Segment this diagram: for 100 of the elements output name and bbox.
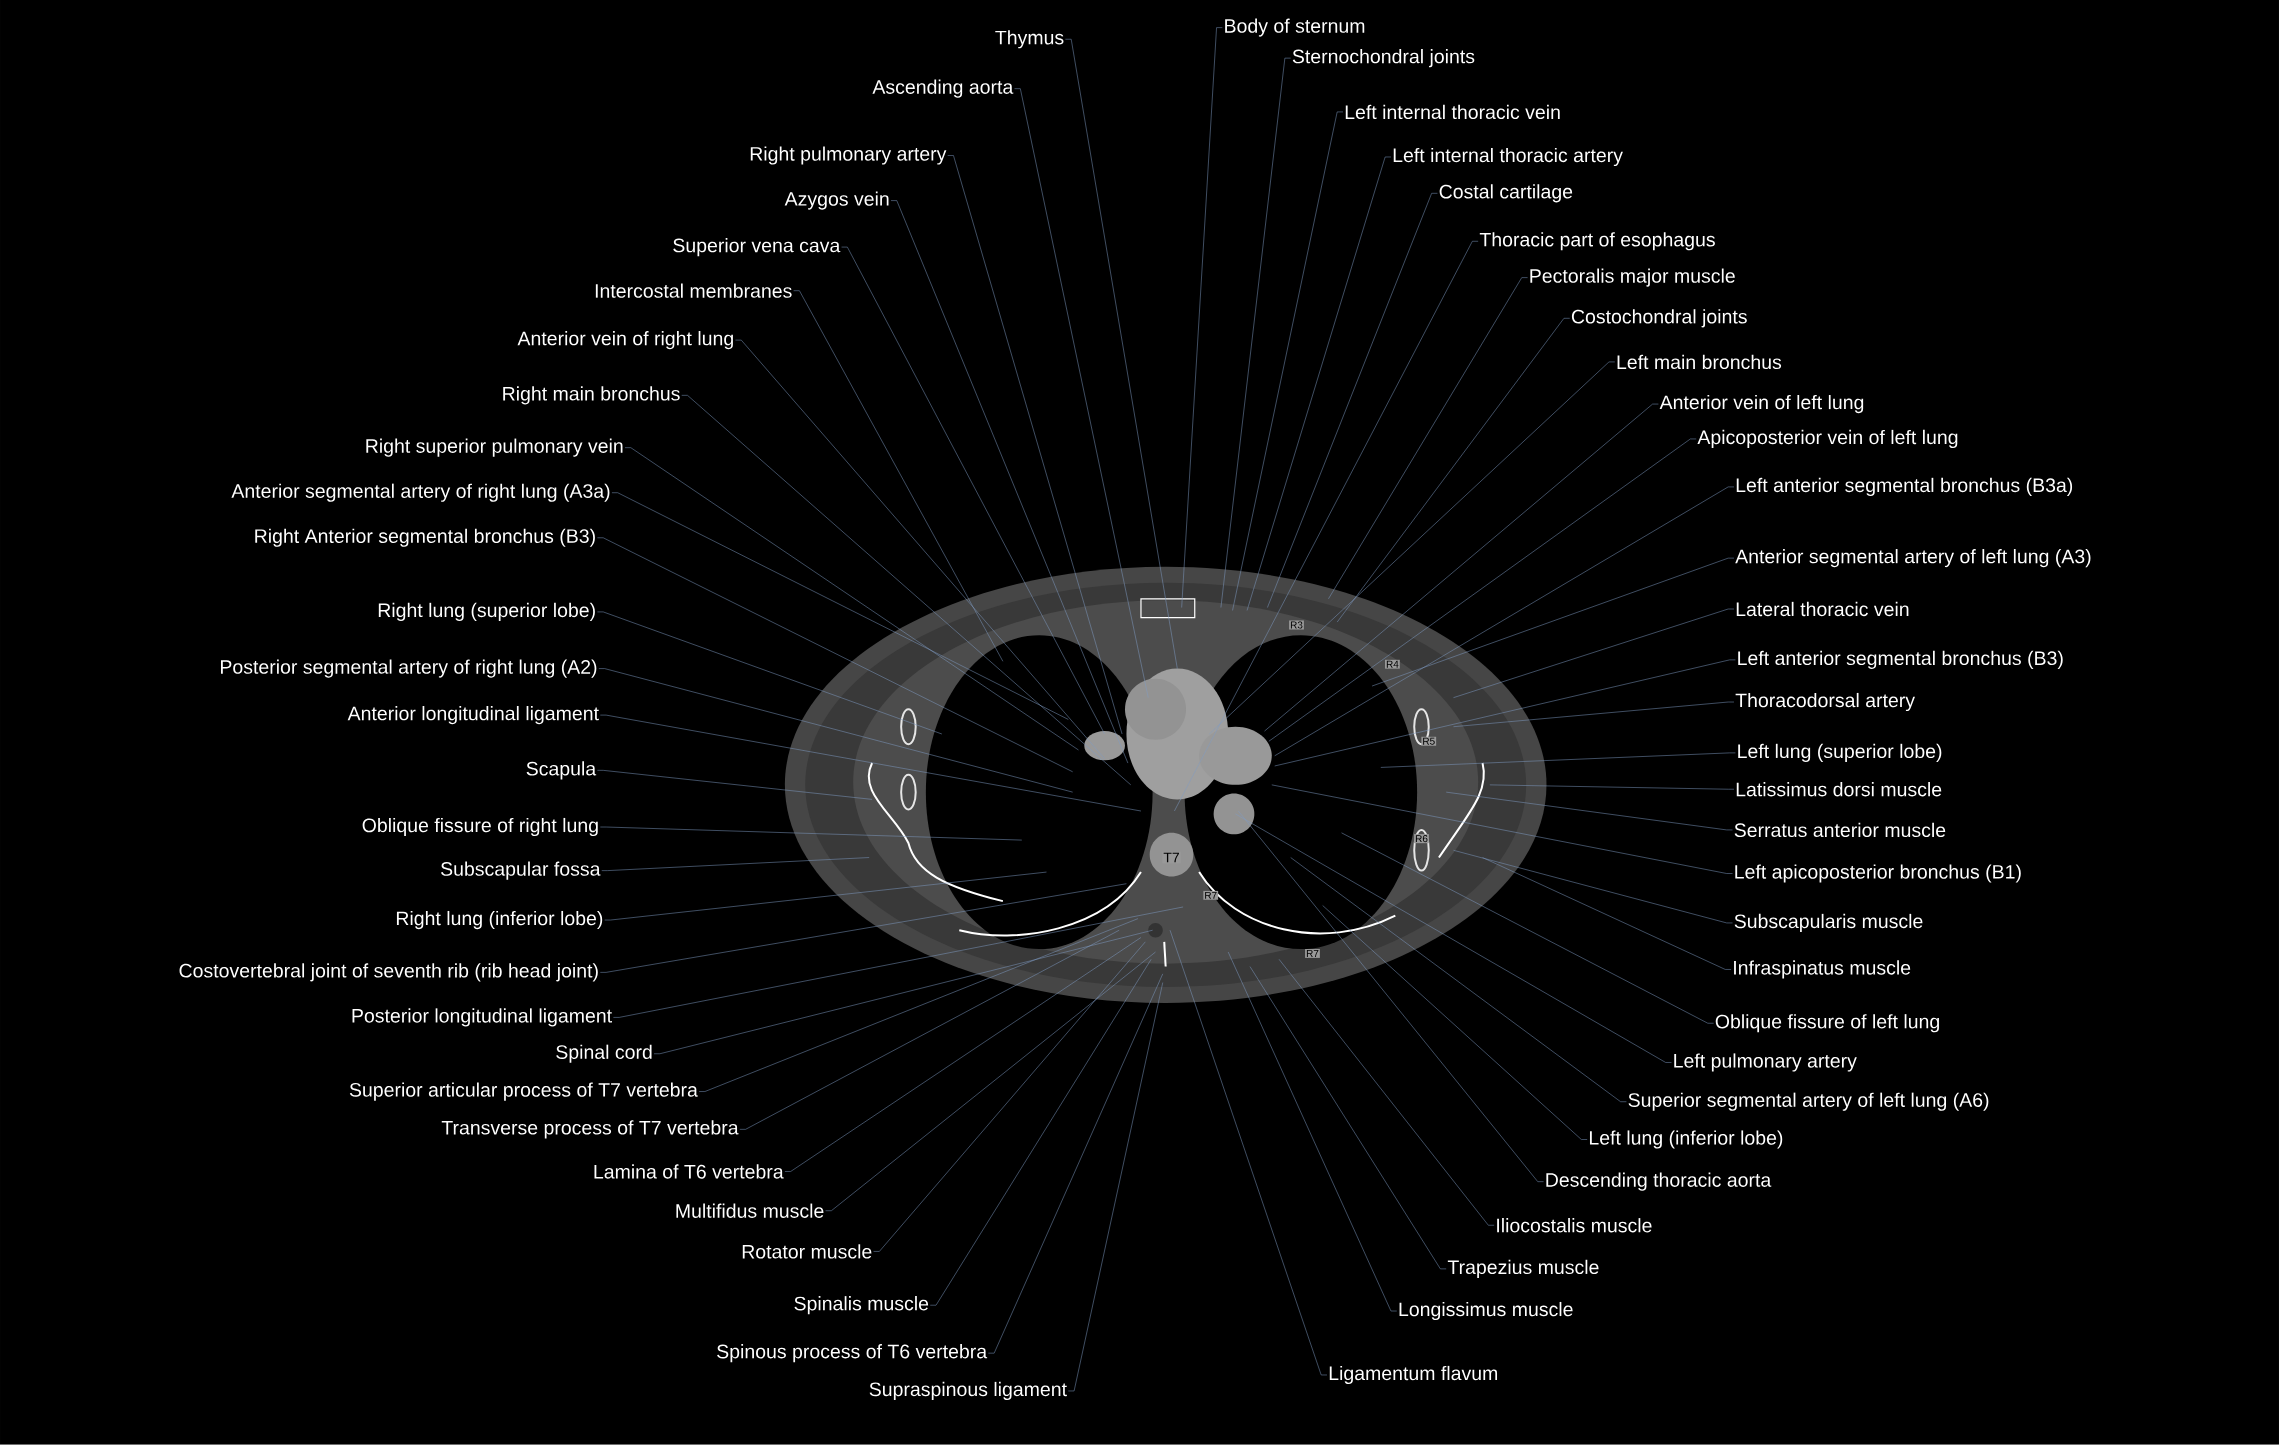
leader-line bbox=[1268, 438, 1697, 742]
leader-line bbox=[784, 937, 1142, 1172]
leader-line bbox=[1380, 752, 1736, 768]
leader-line bbox=[604, 871, 1047, 921]
leader-line bbox=[988, 973, 1163, 1354]
callout-label: Left main bronchus bbox=[1617, 354, 1782, 370]
leader-line bbox=[1482, 857, 1732, 970]
callout-label: Sternochondral joints bbox=[1292, 49, 1475, 68]
callout-label: Costal cartilage bbox=[1439, 184, 1573, 203]
callout-label: Right Anterior segmental bronchus (B3) bbox=[255, 528, 595, 547]
leader-line bbox=[600, 715, 1142, 812]
callout-label: Costovertebral joint of seventh rib (rib head joint) bbox=[179, 963, 598, 982]
leader-line bbox=[947, 155, 1123, 735]
leader-line bbox=[1174, 241, 1479, 812]
callout-label: Right superior pulmonary vein bbox=[366, 438, 623, 457]
leader-line bbox=[739, 930, 1120, 1130]
callout-label: Costochondral joints bbox=[1571, 309, 1747, 328]
callout-label: Scapula bbox=[526, 761, 597, 780]
callout-label: Ascending aorta bbox=[872, 79, 1014, 98]
callout-label: Oblique fissure of left lung bbox=[1715, 1014, 1939, 1033]
leader-line bbox=[1181, 27, 1223, 608]
leader-line bbox=[890, 200, 1129, 764]
callout-label: Trapezius muscle bbox=[1447, 1259, 1599, 1279]
callout-label: Anterior segmental artery of right lung (A3a) bbox=[231, 483, 610, 502]
vertebra-label: R6 bbox=[1414, 834, 1429, 844]
callout-label: Descending thoracic aorta bbox=[1546, 1172, 1772, 1191]
leader-line bbox=[1453, 608, 1735, 699]
leader-line bbox=[1249, 966, 1447, 1270]
callout-label: Right lung (inferior lobe) bbox=[396, 911, 603, 930]
leader-line bbox=[1453, 850, 1733, 924]
leader-line bbox=[1267, 193, 1438, 608]
leader-line bbox=[1278, 959, 1495, 1226]
leader-line bbox=[1274, 486, 1735, 757]
leader-line bbox=[598, 668, 1073, 793]
callout-label: Superior vena cava bbox=[673, 238, 841, 257]
callout-label: Apicoposterior vein of left lung bbox=[1697, 430, 1958, 449]
vertebra-label: R4 bbox=[1385, 659, 1400, 669]
leader-line bbox=[698, 918, 1139, 1092]
leader-line bbox=[1290, 857, 1627, 1103]
leader-line bbox=[1328, 277, 1528, 600]
leader-line bbox=[1169, 930, 1328, 1376]
callout-label: Transverse process of T7 vertebra bbox=[441, 1120, 739, 1139]
callout-label: Superior articular process of T7 vertebra bbox=[349, 1082, 698, 1101]
leader-line bbox=[873, 941, 1146, 1252]
callout-label: Spinous process of T6 vertebra bbox=[717, 1344, 988, 1363]
leader-line bbox=[793, 290, 1004, 662]
leader-line bbox=[1271, 784, 1733, 874]
callout-label: Infraspinatus muscle bbox=[1734, 960, 1911, 979]
callout-label: Left internal thoracic vein bbox=[1345, 104, 1560, 120]
vertebra-label: R7 bbox=[1305, 949, 1320, 959]
callout-label: Lamina of T6 vertebra bbox=[594, 1164, 784, 1179]
leader-line bbox=[929, 959, 1152, 1306]
callout-label: Anterior vein of right lung bbox=[517, 331, 733, 350]
callout-label: Supraspinous ligament bbox=[869, 1382, 1067, 1401]
leader-line bbox=[597, 770, 873, 800]
vertebra-label: R7 bbox=[1203, 891, 1219, 900]
leader-line bbox=[601, 857, 870, 871]
callout-label: Left apicoposterior bronchus (B1) bbox=[1735, 864, 2021, 883]
leader-line bbox=[1453, 701, 1735, 728]
leader-line bbox=[600, 883, 1127, 973]
callout-label: Right main bronchus bbox=[503, 386, 680, 405]
callout-label: Left lung (inferior lobe) bbox=[1590, 1130, 1783, 1149]
callout-label: Anterior vein of left lung bbox=[1659, 395, 1864, 414]
callout-label: Spinal cord bbox=[556, 1044, 652, 1063]
callout-label: Left lung (superior lobe) bbox=[1738, 743, 1942, 763]
callout-label: Azygos vein bbox=[784, 191, 889, 210]
callout-label: Right lung (superior lobe) bbox=[378, 602, 595, 622]
leader-line bbox=[1371, 558, 1735, 687]
leader-line bbox=[1068, 982, 1163, 1392]
callout-label: Posterior segmental artery of right lung (A2) bbox=[221, 659, 597, 678]
callout-label: Ligamentum flavum bbox=[1329, 1366, 1497, 1385]
callout-label: Pectoralis major muscle bbox=[1530, 268, 1735, 287]
leader-line bbox=[1336, 318, 1570, 623]
leader-line bbox=[1235, 813, 1672, 1063]
leader-line bbox=[1264, 403, 1659, 732]
callout-label: Thoracic part of esophagus bbox=[1479, 232, 1715, 251]
callout-label: Multifidus muscle bbox=[676, 1203, 824, 1219]
callout-label: Posterior longitudinal ligament bbox=[352, 1008, 612, 1027]
leader-line bbox=[653, 930, 1153, 1055]
callout-label: Left pulmonary artery bbox=[1674, 1053, 1857, 1072]
vertebra-label: R5 bbox=[1421, 736, 1437, 746]
leader-line bbox=[841, 247, 1105, 735]
callout-label: Superior segmental artery of left lung (A6) bbox=[1628, 1092, 1989, 1111]
leader-line bbox=[613, 906, 1184, 1018]
leader-line bbox=[1209, 361, 1616, 735]
callout-label: Latissimus dorsi muscle bbox=[1736, 782, 1942, 797]
callout-label: Intercostal membranes bbox=[595, 283, 792, 298]
leader-line bbox=[825, 951, 1156, 1212]
leader-line bbox=[1445, 792, 1733, 831]
callout-label: Longissimus muscle bbox=[1399, 1302, 1573, 1321]
leader-line bbox=[1014, 88, 1149, 699]
callout-label: Right pulmonary artery bbox=[750, 146, 947, 165]
leader-line bbox=[1220, 58, 1291, 608]
callout-label: Left internal thoracic artery bbox=[1393, 148, 1623, 167]
leader-line bbox=[1246, 156, 1392, 611]
callout-label: Subscapular fossa bbox=[441, 861, 601, 880]
leader-line bbox=[681, 395, 1132, 786]
callout-label: Subscapularis muscle bbox=[1734, 914, 1923, 933]
callout-label: Rotator muscle bbox=[742, 1244, 872, 1259]
callout-label: Left anterior segmental bronchus (B3) bbox=[1738, 650, 2063, 670]
